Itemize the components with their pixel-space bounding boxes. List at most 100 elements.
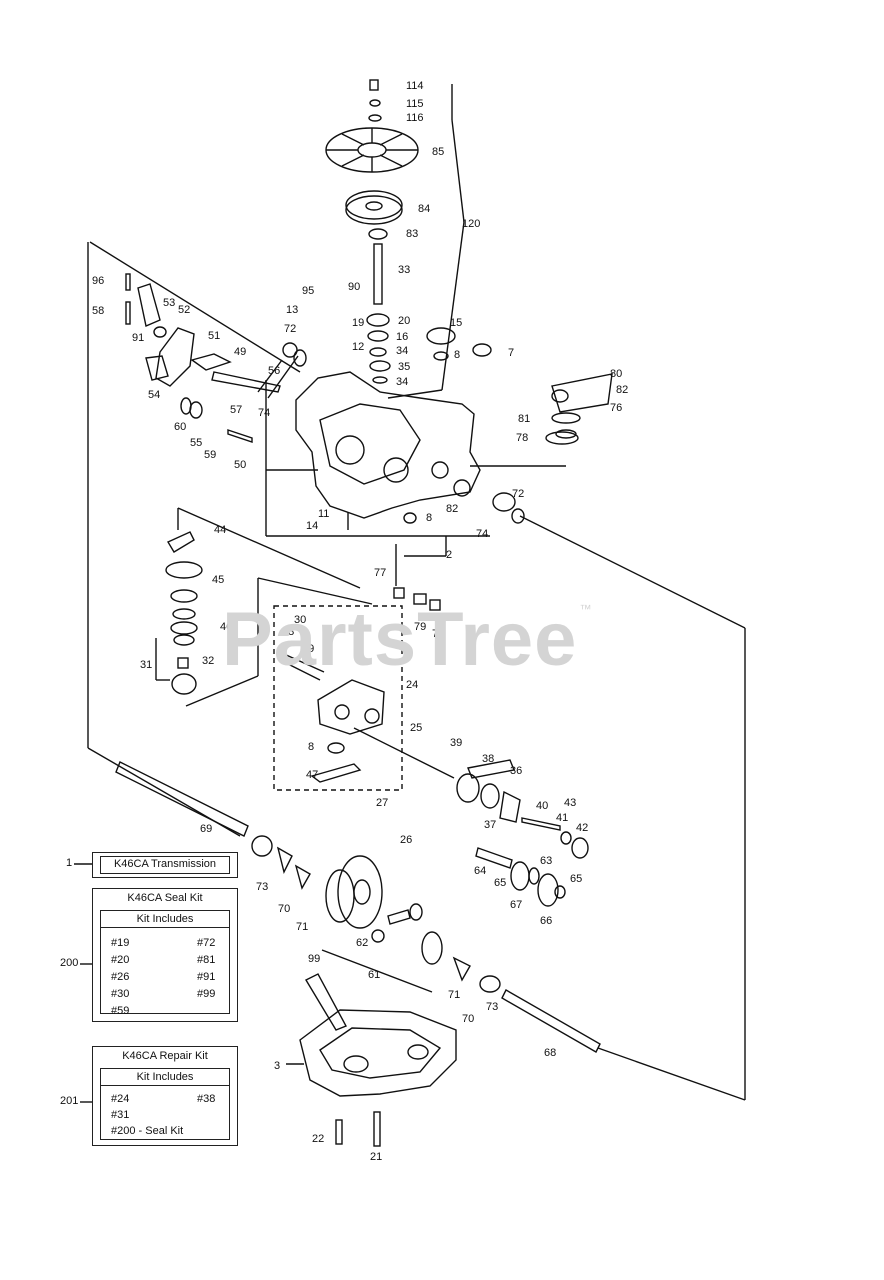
part-number-label: 82 (446, 503, 458, 515)
repair-kit-inner: Kit Includes (100, 1068, 230, 1140)
repair-kit-item: #200 - Seal Kit (111, 1125, 184, 1137)
part-number-label: 13 (286, 304, 298, 316)
part-number-label: 57 (230, 404, 242, 416)
part-number-label: 116 (406, 112, 424, 124)
part-number-label: 46 (220, 621, 232, 633)
part-number-label: 14 (306, 520, 318, 532)
part-number-label: 32 (202, 655, 214, 667)
part-number-label: 29 (302, 643, 314, 655)
part-number-label: 2 (446, 549, 452, 561)
part-number-label: 75 (432, 628, 444, 640)
part-number-label: 37 (484, 819, 496, 831)
part-number-label: 38 (482, 753, 494, 765)
seal-kit-item: #99 (197, 988, 216, 1000)
part-number-label: 73 (486, 1001, 498, 1013)
part-number-label: 76 (610, 402, 622, 414)
part-number-label: 99 (308, 953, 320, 965)
part-number-label: 43 (564, 797, 576, 809)
part-number-label: 65 (570, 873, 582, 885)
part-number-label: 77 (374, 567, 386, 579)
part-number-label: 71 (296, 921, 308, 933)
part-number-label: 20 (398, 315, 410, 327)
part-number-label: 55 (190, 437, 202, 449)
part-number-label: 50 (234, 459, 246, 471)
part-number-label: 91 (132, 332, 144, 344)
part-number-label: 12 (352, 341, 364, 353)
part-number-label: 35 (398, 361, 410, 373)
part-number-label: 80 (610, 368, 622, 380)
part-number-label: 16 (396, 331, 408, 343)
part-number-label: 72 (512, 488, 524, 500)
part-number-label: 54 (148, 389, 160, 401)
part-number-label: 15 (450, 317, 462, 329)
callout-201: 201 (60, 1095, 79, 1107)
part-number-label: 56 (268, 365, 280, 377)
part-number-label: 8 (308, 741, 314, 753)
part-number-label: 61 (368, 969, 380, 981)
seal-kit-item: #26 (111, 971, 130, 983)
part-number-label: 33 (398, 264, 410, 276)
part-number-label: 95 (302, 285, 314, 297)
seal-kit-item: #59 (111, 1005, 130, 1017)
seal-kit-item: #19 (111, 937, 130, 949)
part-number-label: 39 (450, 737, 462, 749)
watermark-text: PartsTree (222, 597, 578, 682)
repair-kit-item: #38 (197, 1093, 216, 1105)
part-number-label: 34 (396, 345, 408, 357)
transmission-title: K46CA Transmission (113, 858, 217, 870)
part-number-label: 42 (576, 822, 588, 834)
part-number-label: 53 (163, 297, 175, 309)
seal-kit-item: #30 (111, 988, 130, 1000)
part-number-label: 66 (540, 915, 552, 927)
part-number-label: 115 (406, 98, 424, 110)
repair-kit-box: K46CA Repair Kit Kit Includes #24 #31 #2… (92, 1046, 238, 1146)
part-number-label: 44 (214, 524, 226, 536)
repair-kit-title: K46CA Repair Kit (122, 1050, 208, 1062)
part-number-label: 51 (208, 330, 220, 342)
part-number-label: 49 (234, 346, 246, 358)
part-number-label: 82 (616, 384, 628, 396)
part-number-label: 68 (544, 1047, 556, 1059)
part-number-label: 19 (352, 317, 364, 329)
part-number-label: 3 (274, 1060, 280, 1072)
part-number-label: 52 (178, 304, 190, 316)
part-number-label: 90 (348, 281, 360, 293)
part-number-label: 73 (256, 881, 268, 893)
seal-kit-item: #72 (197, 937, 216, 949)
part-number-label: 71 (448, 989, 460, 1001)
callout-200: 200 (60, 957, 79, 969)
part-number-label: 41 (556, 812, 568, 824)
seal-kit-item: #20 (111, 954, 130, 966)
part-number-label: 81 (518, 413, 530, 425)
part-number-label: 28 (282, 626, 294, 638)
part-number-label: 22 (312, 1133, 324, 1145)
part-number-label: 27 (376, 797, 388, 809)
seal-kit-inner: Kit Includes (100, 910, 230, 1014)
repair-kit-item: #24 (111, 1093, 130, 1105)
part-number-label: 59 (204, 449, 216, 461)
part-number-label: 69 (200, 823, 212, 835)
part-number-label: 120 (462, 218, 480, 230)
seal-kit-item: #81 (197, 954, 216, 966)
part-number-label: 47 (306, 769, 318, 781)
part-number-label: 64 (474, 865, 486, 877)
part-number-label: 58 (92, 305, 104, 317)
part-number-label: 83 (406, 228, 418, 240)
trademark-symbol: ™ (579, 602, 593, 616)
part-number-label: 40 (536, 800, 548, 812)
part-number-label: 60 (174, 421, 186, 433)
part-number-label: 31 (140, 659, 152, 671)
part-number-label: 85 (432, 146, 444, 158)
seal-kit-title: K46CA Seal Kit (127, 892, 203, 904)
transmission-inner: K46CA Transmission (100, 856, 230, 874)
seal-kit-item: #91 (197, 971, 216, 983)
part-number-label: 96 (92, 275, 104, 287)
part-number-label: 65 (494, 877, 506, 889)
part-number-label: 74 (258, 407, 270, 419)
part-number-label: 8 (454, 349, 460, 361)
transmission-box: K46CA Transmission (92, 852, 238, 878)
part-number-label: 84 (418, 203, 430, 215)
part-number-label: 79 (414, 621, 426, 633)
part-number-label: 26 (400, 834, 412, 846)
